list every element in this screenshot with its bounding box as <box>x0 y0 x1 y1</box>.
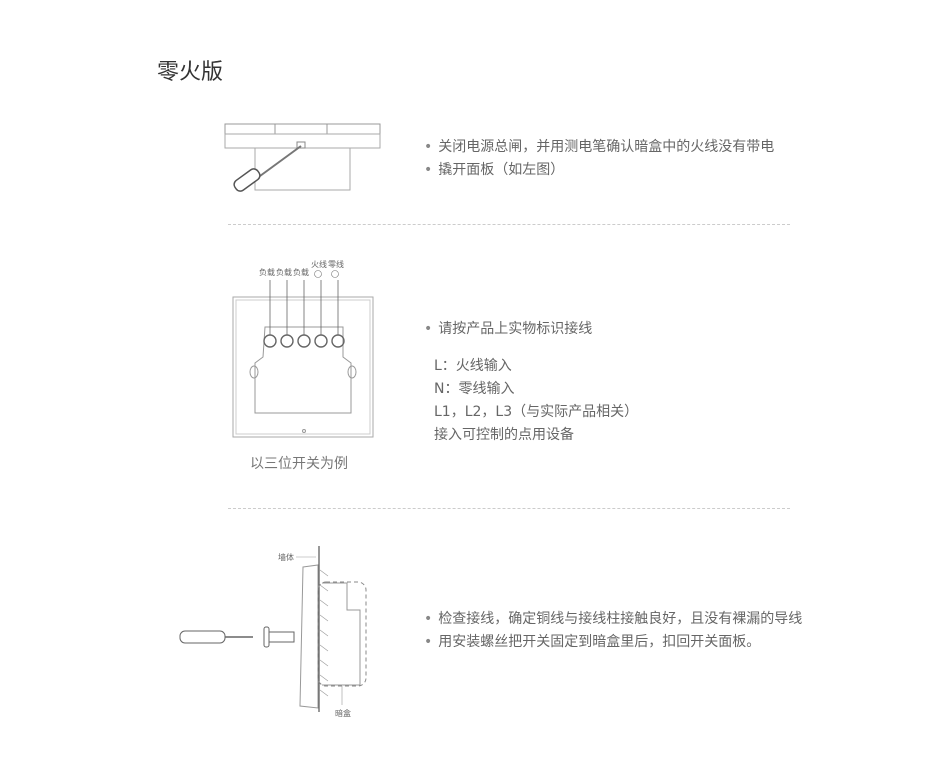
label-wall: 墙体 <box>278 552 294 562</box>
step1-text: 关闭电源总闸，并用测电笔确认暗盒中的火线没有带电 撬开面板（如左图） <box>424 136 774 182</box>
step2-text: 请按产品上实物标识接线 L：火线输入 N：零线输入 L1，L2，L3（与实际产品… <box>424 318 638 447</box>
wiring-line: L：火线输入 <box>434 358 512 374</box>
wiring-line: L1，L2，L3（与实际产品相关） <box>434 404 639 420</box>
label-live: 火线 <box>311 259 327 269</box>
wiring-diagram: 负载 负载 负载 火线 零线 <box>232 259 374 438</box>
page-title: 零火版 <box>157 60 224 85</box>
wiring-line: N：零线输入 <box>434 381 515 397</box>
step3-text: 检查接线，确定铜线与接线柱接触良好，且没有裸漏的导线 用安装螺丝把开关固定到暗盒… <box>424 608 802 654</box>
step3-bullet: 用安装螺丝把开关固定到暗盒里后，扣回开关面板。 <box>424 631 802 654</box>
wiring-line: 接入可控制的点用设备 <box>434 427 574 443</box>
label-box: 暗盒 <box>335 708 351 718</box>
label-neutral: 零线 <box>328 259 344 269</box>
step1-bullet: 关闭电源总闸，并用测电笔确认暗盒中的火线没有带电 <box>424 136 774 159</box>
step2-bullet: 请按产品上实物标识接线 <box>424 318 638 341</box>
divider <box>228 508 790 509</box>
step1-bullet: 撬开面板（如左图） <box>424 159 774 182</box>
label-load-1: 负载 <box>259 267 275 277</box>
label-load-2: 负载 <box>276 267 292 277</box>
label-load-3: 负载 <box>293 267 309 277</box>
step3-bullet: 检查接线，确定铜线与接线柱接触良好，且没有裸漏的导线 <box>424 608 802 631</box>
divider <box>228 224 790 225</box>
pry-panel-diagram <box>224 123 381 192</box>
diagram-caption: 以三位开关为例 <box>250 456 348 472</box>
mounting-diagram: 墙体 暗盒 <box>179 546 367 718</box>
